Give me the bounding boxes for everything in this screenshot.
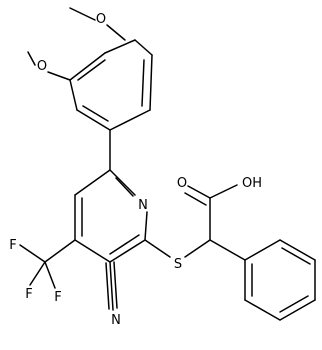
- atom-f-left: F: [25, 287, 32, 302]
- bond: [279, 295, 309, 313]
- bond: [134, 39, 153, 56]
- bond: [27, 51, 36, 66]
- bond: [109, 109, 151, 131]
- bond: [44, 261, 56, 289]
- atom-s-thioether: S: [174, 257, 182, 272]
- bond: [77, 59, 106, 81]
- bond: [113, 261, 118, 309]
- atom-o-methoxy-left: O: [37, 59, 47, 74]
- atom-o-carbonyl: O: [177, 176, 187, 191]
- bond: [209, 184, 238, 199]
- bond: [144, 211, 148, 241]
- bond: [82, 105, 109, 122]
- bond: [141, 59, 145, 107]
- bond: [109, 234, 140, 255]
- bond: [144, 239, 171, 258]
- bond: [279, 239, 316, 261]
- bonds: [19, 7, 316, 321]
- bond: [187, 185, 211, 199]
- bond: [209, 239, 246, 261]
- bond: [69, 79, 78, 111]
- atom-f-right: F: [54, 290, 61, 305]
- bond: [104, 39, 136, 54]
- bond: [74, 169, 111, 196]
- atom-n-pyridine: N: [138, 198, 148, 213]
- atom-n-nitrile: N: [111, 313, 121, 328]
- bond: [105, 262, 110, 310]
- bond: [44, 239, 76, 263]
- bond: [109, 239, 146, 263]
- atom-o-methoxy-top: O: [96, 12, 106, 27]
- bond: [244, 299, 281, 321]
- atom-oh-acid: OH: [242, 176, 262, 191]
- bond: [244, 239, 281, 261]
- bond: [184, 239, 211, 258]
- bond: [281, 247, 311, 265]
- bond: [279, 299, 316, 321]
- bond: [69, 7, 96, 21]
- bond: [76, 109, 111, 131]
- bond: [149, 54, 153, 111]
- bond: [184, 192, 207, 206]
- bond: [109, 261, 114, 311]
- atom-f-top: F: [9, 238, 16, 253]
- bond: [74, 239, 111, 263]
- bond: [115, 177, 134, 197]
- bond: [19, 244, 46, 263]
- bond: [29, 261, 46, 286]
- bond: [109, 169, 136, 196]
- bond: [69, 52, 106, 81]
- bond: [47, 71, 71, 81]
- bond: [106, 24, 126, 41]
- atom-labels: O O N S O OH N F F F: [9, 12, 262, 328]
